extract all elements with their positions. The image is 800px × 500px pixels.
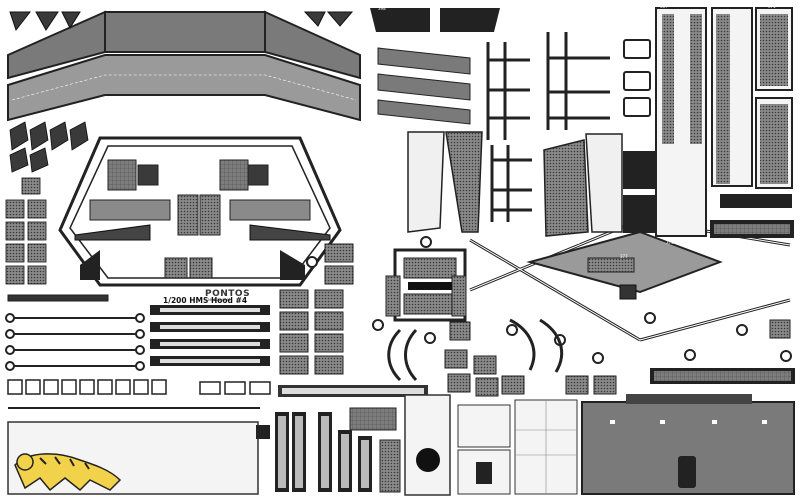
rail-strips-left: [5, 294, 145, 371]
bottom-ladder-columns: [275, 412, 401, 493]
part-number: 372: [572, 240, 580, 245]
small-triangle-parts-top: [9, 11, 354, 32]
brand-name: PONTOS: [205, 289, 250, 299]
fret-title: 1/200 HMS Hood #4: [163, 296, 247, 305]
mesh-tiles-bottom: [444, 319, 791, 397]
central-hatch-assembly: [385, 248, 467, 322]
part-number: 344: [182, 150, 190, 155]
left-small-parts: [5, 121, 89, 285]
deck-plate-large: [581, 394, 795, 495]
part-number: 312: [8, 400, 16, 405]
crane-arms: [387, 318, 564, 382]
side-fins: [407, 131, 623, 237]
part-number: 382: [320, 408, 328, 413]
part-number: 386: [120, 96, 128, 101]
part-number: 384: [88, 6, 96, 11]
brand-block: PONTOS MODEL.COM 1/200 HMS Hood #4: [163, 289, 250, 305]
right-tall-panels: [655, 7, 794, 238]
long-ladder: [278, 385, 428, 431]
brand-sub: MODEL.COM: [208, 298, 230, 302]
central-x-frame: [469, 218, 791, 342]
part-number: 383: [40, 6, 48, 11]
part-number: 371: [768, 4, 776, 9]
grommets: [306, 236, 792, 364]
part-number: 310: [232, 130, 240, 135]
deck-strip-right: [650, 368, 795, 384]
porthole-row: [7, 379, 271, 395]
part-number: 377: [620, 254, 628, 259]
tiger-mascot: [14, 453, 122, 492]
part-number: 388: [286, 6, 294, 11]
ladder-strips: [150, 305, 270, 366]
funnel-cap-strips: [370, 8, 500, 125]
bottom-center-plates: [404, 394, 578, 496]
davit-frames: [486, 32, 610, 222]
part-number-labels: 383 384 388 386 398 367 371 377 372 373 …: [8, 4, 776, 437]
superstructure-panels: [74, 159, 331, 280]
part-number: 373: [666, 240, 674, 245]
part-number: 398: [378, 6, 386, 11]
part-number: 367: [660, 4, 668, 9]
part-number: 358: [116, 290, 124, 295]
right-small-boxes: [623, 39, 655, 233]
grid-panel-stack: [279, 243, 354, 375]
bulwark-top-strips: [7, 10, 361, 122]
part-number: 346: [380, 432, 388, 437]
